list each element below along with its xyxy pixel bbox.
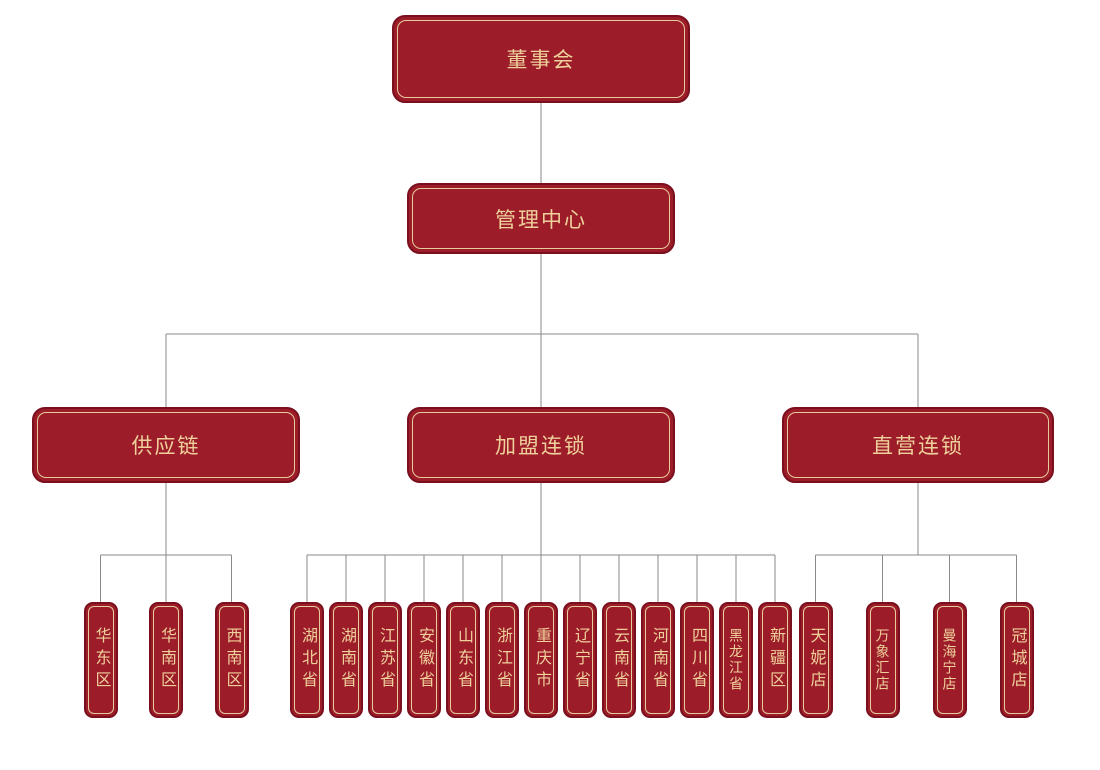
org-leaf-label: 天妮店 <box>807 627 825 693</box>
org-leaf-node: 西南区 <box>214 602 249 718</box>
org-leaf-node: 曼海宁店 <box>932 602 967 718</box>
org-leaf-label: 河南省 <box>650 627 667 693</box>
org-leaf-node: 湖北省 <box>290 602 324 718</box>
node-direct-chain: 直营连锁 <box>782 407 1054 483</box>
org-leaf-node: 江苏省 <box>368 602 402 718</box>
node-supply-chain: 供应链 <box>32 407 300 483</box>
org-leaf-label: 华南区 <box>158 627 175 693</box>
node-management-center: 管理中心 <box>407 183 675 254</box>
node-franchise-chain-label: 加盟连锁 <box>495 435 587 458</box>
node-board-of-directors: 董事会 <box>392 15 690 103</box>
org-leaf-label: 湖北省 <box>299 627 316 693</box>
org-leaf-node: 辽宁省 <box>563 602 597 718</box>
org-leaf-node: 湖南省 <box>329 602 363 718</box>
org-leaf-label: 万象汇店 <box>874 628 891 692</box>
org-leaf-node: 云南省 <box>602 602 636 718</box>
org-leaf-node: 安徽省 <box>407 602 441 718</box>
org-leaf-node: 黑龙江省 <box>719 602 753 718</box>
org-leaf-label: 曼海宁店 <box>941 628 958 692</box>
org-leaf-node: 冠城店 <box>999 602 1034 718</box>
org-leaf-label: 新疆区 <box>767 627 784 693</box>
org-leaf-label: 浙江省 <box>494 627 511 693</box>
org-leaf-label: 湖南省 <box>338 627 355 693</box>
node-franchise-chain: 加盟连锁 <box>407 407 675 483</box>
org-leaf-node: 华南区 <box>149 602 183 718</box>
board-of-directors-label: 董事会 <box>506 49 576 72</box>
org-leaf-node: 重庆市 <box>524 602 558 718</box>
org-leaf-node: 新疆区 <box>758 602 792 718</box>
org-leaf-label: 云南省 <box>611 627 628 693</box>
org-leaf-label: 西南区 <box>223 627 241 693</box>
org-leaf-label: 四川省 <box>689 627 706 693</box>
org-leaf-node: 浙江省 <box>485 602 519 718</box>
node-supply-chain-label: 供应链 <box>131 435 201 458</box>
org-leaf-node: 山东省 <box>446 602 480 718</box>
org-leaf-label: 华东区 <box>92 627 110 693</box>
org-leaf-node: 万象汇店 <box>865 602 900 718</box>
org-leaf-label: 黑龙江省 <box>728 628 744 692</box>
org-leaf-node: 四川省 <box>680 602 714 718</box>
org-leaf-label: 安徽省 <box>416 627 433 693</box>
org-leaf-node: 天妮店 <box>798 602 833 718</box>
org-leaf-label: 山东省 <box>455 627 472 693</box>
org-leaf-label: 冠城店 <box>1008 627 1026 693</box>
org-leaf-label: 重庆市 <box>533 627 550 693</box>
org-leaf-label: 辽宁省 <box>572 627 589 693</box>
org-leaf-node: 华东区 <box>83 602 118 718</box>
org-leaf-node: 河南省 <box>641 602 675 718</box>
org-leaf-label: 江苏省 <box>377 627 394 693</box>
management-center-label: 管理中心 <box>495 208 587 232</box>
node-direct-chain-label: 直营连锁 <box>872 435 964 458</box>
